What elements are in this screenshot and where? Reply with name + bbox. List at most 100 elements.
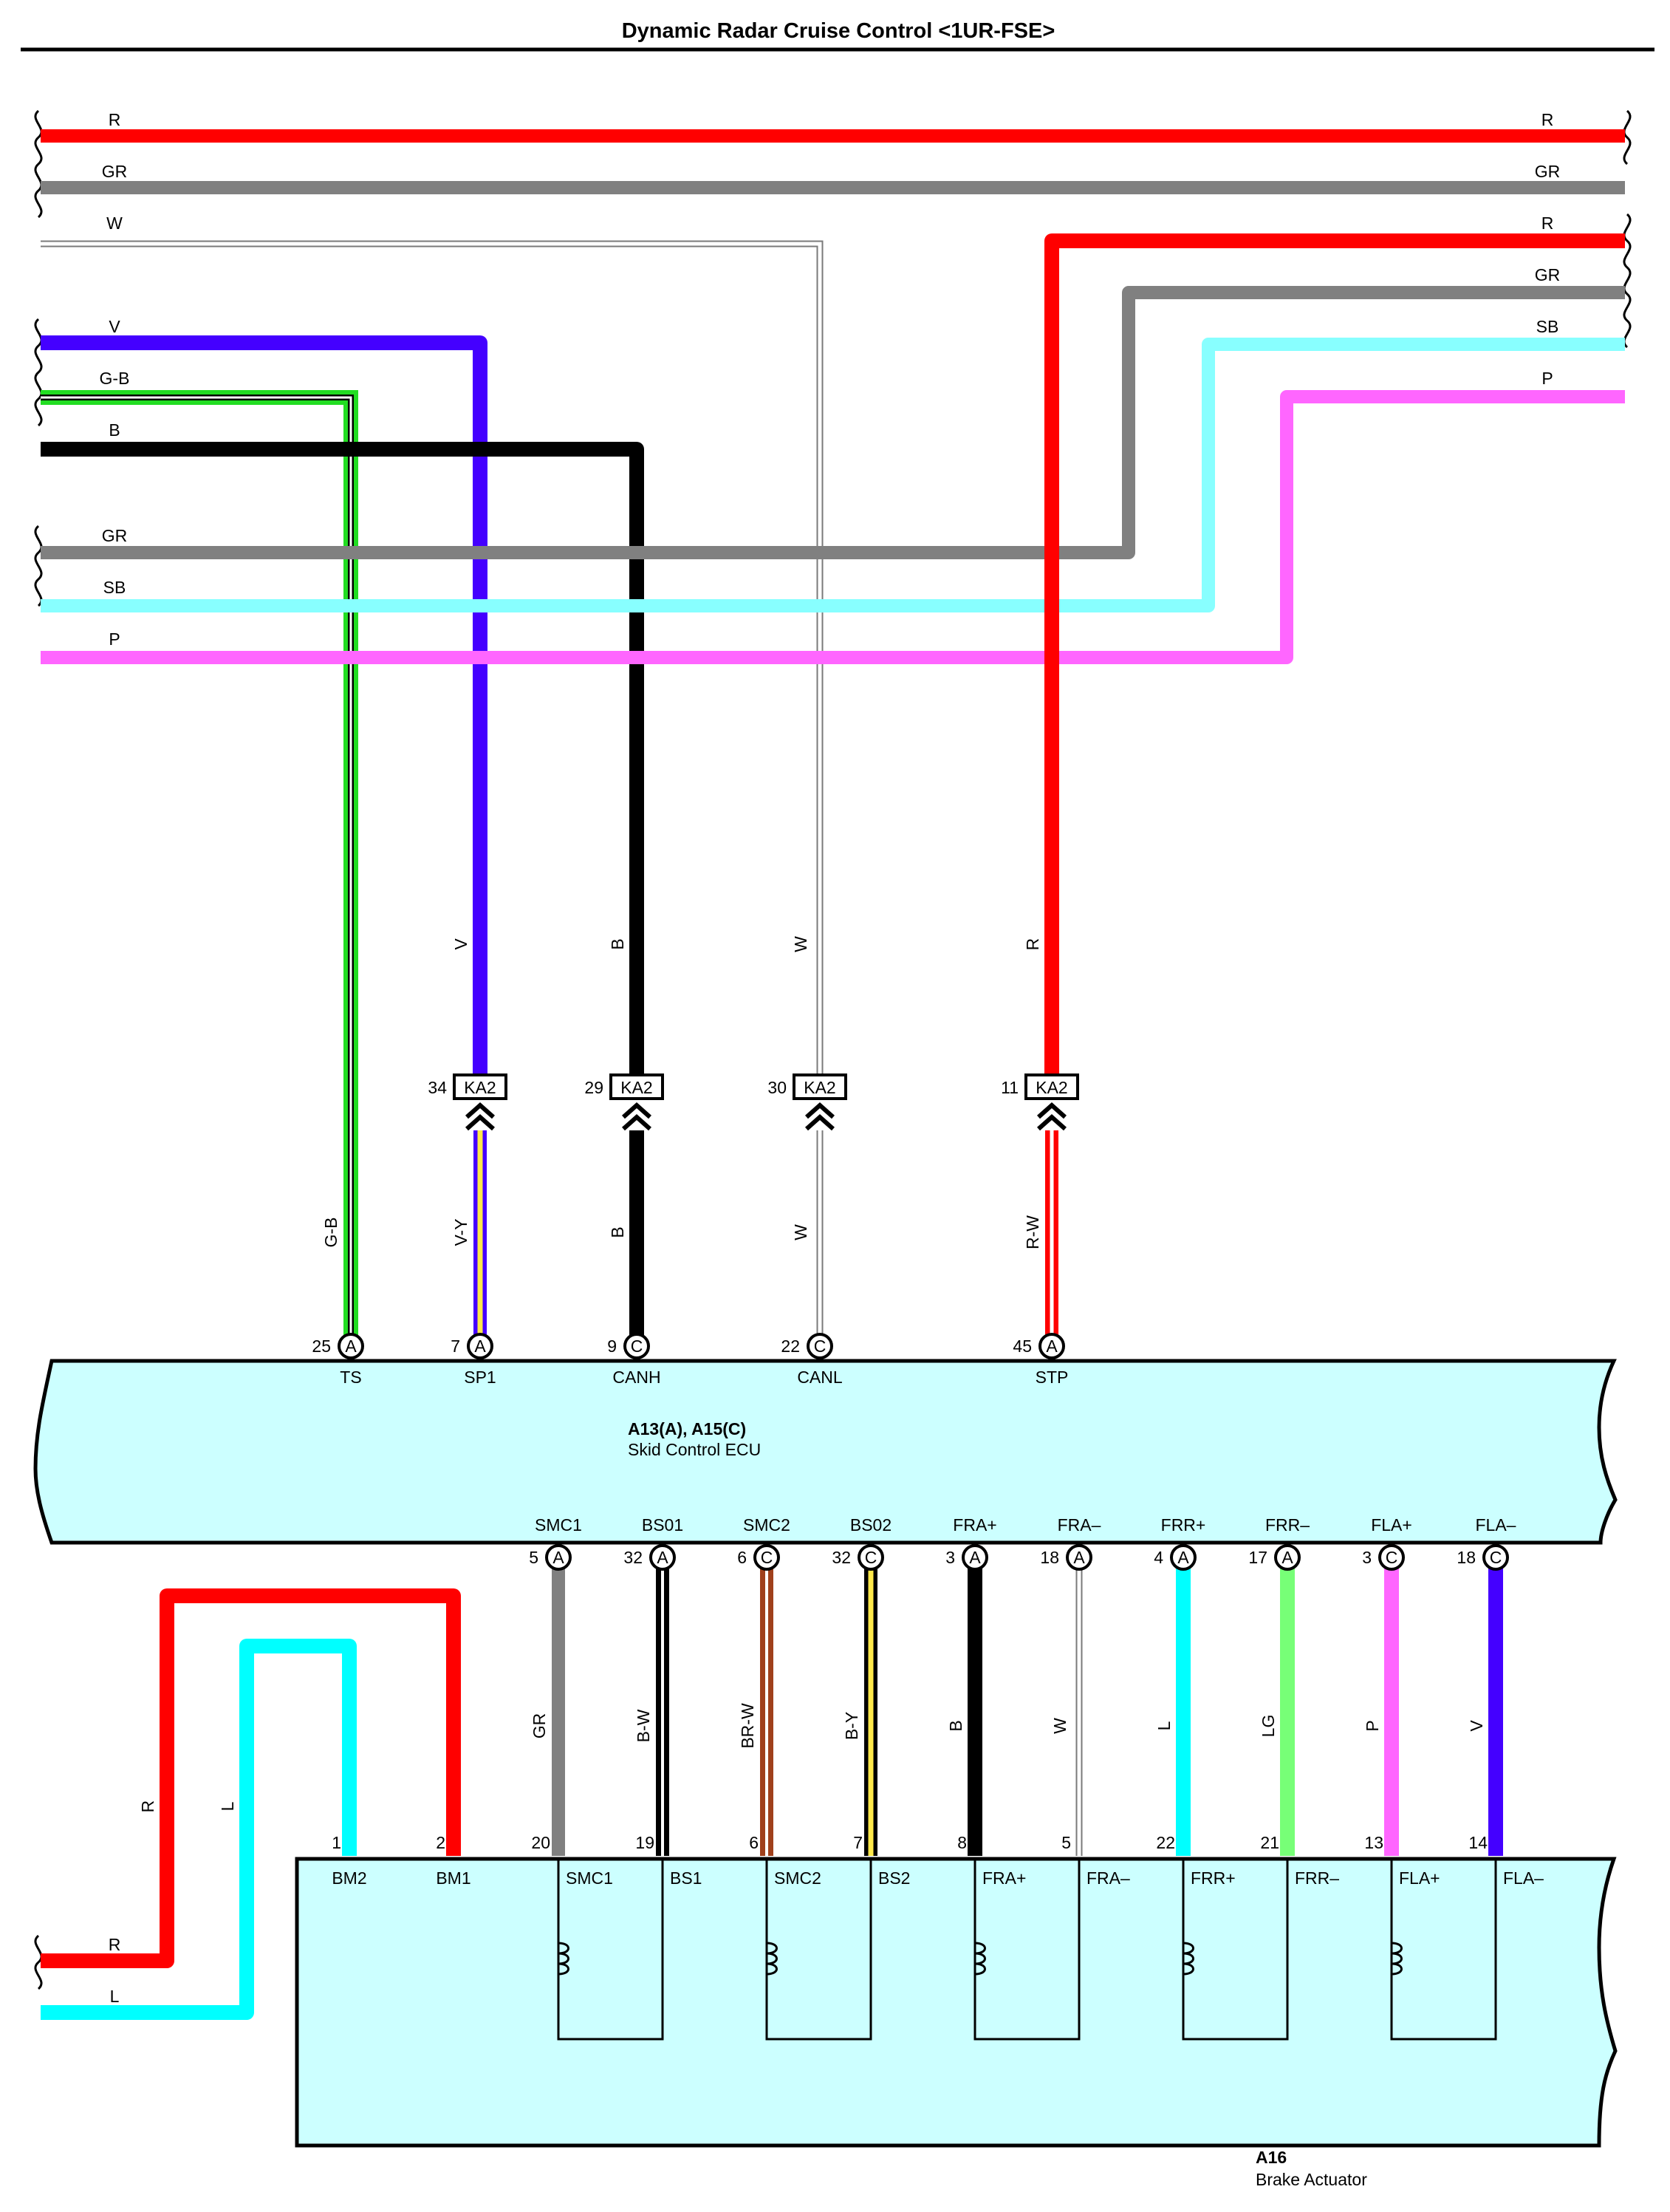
pin-label: FLA– xyxy=(1476,1515,1516,1535)
ka2-connector-34: KA2 34 xyxy=(428,1073,507,1131)
wire-label: B-Y xyxy=(842,1712,861,1740)
solenoid-coils xyxy=(557,1859,1497,2041)
left-break-marks xyxy=(34,109,43,1990)
wire-label: P xyxy=(1363,1720,1382,1731)
wire-g-b-core xyxy=(41,395,354,1346)
left-label-b: B xyxy=(109,420,120,440)
ecu-bottom-pins: SMC1 A 5 GR BS01 A 32 B-W SMC2 C 6 BR-W … xyxy=(529,1515,1516,1749)
ecu-name: Skid Control ECU xyxy=(628,1440,761,1459)
vlabel-r-w: R-W xyxy=(1023,1215,1042,1249)
pin-number: 2 xyxy=(436,1833,445,1852)
pin-conn: C xyxy=(761,1548,773,1567)
wire-label: W xyxy=(1050,1718,1070,1734)
pin-number: 1 xyxy=(332,1833,341,1852)
pin-conn: A xyxy=(1177,1548,1189,1567)
lower-vertical-labels: G-B V-Y B W R-W xyxy=(321,1215,1042,1249)
vlabel-v: V xyxy=(451,938,470,950)
pin-number: 4 xyxy=(1154,1548,1163,1567)
left-label-v: V xyxy=(109,317,120,336)
wire-w xyxy=(41,240,824,1086)
ecu-pin-fla-plus: FLA+ C 3 P xyxy=(1362,1515,1412,1732)
pin-number: 32 xyxy=(832,1548,851,1567)
pin-label: SMC2 xyxy=(774,1868,821,1888)
pin-number: 6 xyxy=(749,1833,759,1852)
pin-conn: A xyxy=(1281,1548,1293,1567)
pin-number: 45 xyxy=(1013,1337,1032,1356)
pin-number: 6 xyxy=(737,1548,747,1567)
pin-label: FRA+ xyxy=(982,1868,1026,1888)
pin-label: STP xyxy=(1036,1368,1069,1387)
left-label-gr-2: GR xyxy=(102,526,128,545)
pin-label: FRA– xyxy=(1058,1515,1101,1535)
pin-conn: A xyxy=(657,1548,668,1567)
ka2-pin: 29 xyxy=(584,1078,603,1097)
left-wire-labels: R GR W V G-B B GR SB P xyxy=(100,110,130,649)
pin-conn: A xyxy=(474,1337,486,1356)
pin-number: 7 xyxy=(451,1337,460,1356)
pin-label: FLA+ xyxy=(1399,1868,1440,1888)
ecu-pin-fla-minus: FLA– C 18 V xyxy=(1457,1515,1516,1732)
vlabel-b-lower: B xyxy=(608,1226,627,1238)
wire-v xyxy=(41,335,487,1086)
ka2-pin: 34 xyxy=(428,1078,447,1097)
wire-gr-lower xyxy=(41,286,1625,559)
vlabel-v-y: V-Y xyxy=(451,1218,470,1246)
pin-number: 7 xyxy=(853,1833,863,1852)
right-label-p: P xyxy=(1541,369,1553,388)
pin-label: BM1 xyxy=(436,1868,470,1888)
pin-conn: A xyxy=(552,1548,564,1567)
wire-label: GR xyxy=(530,1713,549,1739)
skid-control-ecu xyxy=(33,1359,1618,1545)
ecu-pin-frr-plus: FRR+ A 4 L xyxy=(1154,1515,1205,1730)
vlabel-w-lower: W xyxy=(791,1224,810,1240)
pin-number: 22 xyxy=(781,1337,800,1356)
ka2-pin: 11 xyxy=(1001,1078,1019,1097)
right-label-gr: GR xyxy=(1535,162,1561,181)
pin-label: SMC1 xyxy=(566,1868,613,1888)
right-label-gr-2: GR xyxy=(1535,265,1561,284)
ecu-pin-fra-minus: FRA– A 18 W xyxy=(1040,1515,1101,1734)
pin-label: FRR– xyxy=(1295,1868,1339,1888)
ecu-pin-sp1: A 7 SP1 xyxy=(451,1333,496,1387)
pin-label: BS02 xyxy=(850,1515,892,1535)
vlabel-motor-l: L xyxy=(218,1801,237,1811)
pin-label: FLA– xyxy=(1503,1868,1544,1888)
left-label-g-b: G-B xyxy=(100,369,130,388)
left-label-motor-r: R xyxy=(109,1935,121,1954)
wire-label: V xyxy=(1467,1720,1486,1732)
vlabel-b: B xyxy=(608,938,627,949)
wire-label: B-W xyxy=(634,1709,653,1742)
pin-conn: A xyxy=(1073,1548,1085,1567)
pin-conn: A xyxy=(345,1337,357,1356)
pin-label: SP1 xyxy=(464,1368,496,1387)
wire-p-lower xyxy=(41,390,1625,664)
vlabel-r: R xyxy=(1023,938,1042,951)
ka2-name: KA2 xyxy=(1036,1078,1067,1097)
right-label-r-2: R xyxy=(1541,214,1554,233)
ecu-pin-fra-plus: FRA+ A 3 B xyxy=(945,1515,997,1732)
left-label-p: P xyxy=(109,629,120,649)
pin-conn: A xyxy=(1046,1337,1058,1356)
pin-label: SMC1 xyxy=(535,1515,582,1535)
brake-actuator xyxy=(295,1857,1618,2148)
ka2-name: KA2 xyxy=(620,1078,652,1097)
pin-number: 5 xyxy=(529,1548,538,1567)
pin-number: 20 xyxy=(531,1833,550,1852)
pin-conn: C xyxy=(865,1548,877,1567)
pin-conn: C xyxy=(631,1337,643,1356)
right-wire-labels: R GR R GR SB P xyxy=(1535,110,1561,388)
pin-label: BS2 xyxy=(878,1868,910,1888)
pin-number: 18 xyxy=(1457,1548,1476,1567)
wire-r-bm1 xyxy=(41,1588,461,1968)
ecu-pin-canl: C 22 CANL xyxy=(781,1333,843,1387)
left-label-gr: GR xyxy=(102,162,128,181)
pin-number: 17 xyxy=(1248,1548,1267,1567)
pin-number: 8 xyxy=(957,1833,967,1852)
pin-number: 13 xyxy=(1364,1833,1383,1852)
pin-number: 9 xyxy=(607,1337,617,1356)
wire-label: BR-W xyxy=(738,1703,757,1749)
pin-number: 5 xyxy=(1061,1833,1071,1852)
ecu-id: A13(A), A15(C) xyxy=(628,1419,746,1438)
pin-number: 19 xyxy=(635,1833,654,1852)
ka2-connector-30: KA2 30 xyxy=(767,1073,847,1131)
